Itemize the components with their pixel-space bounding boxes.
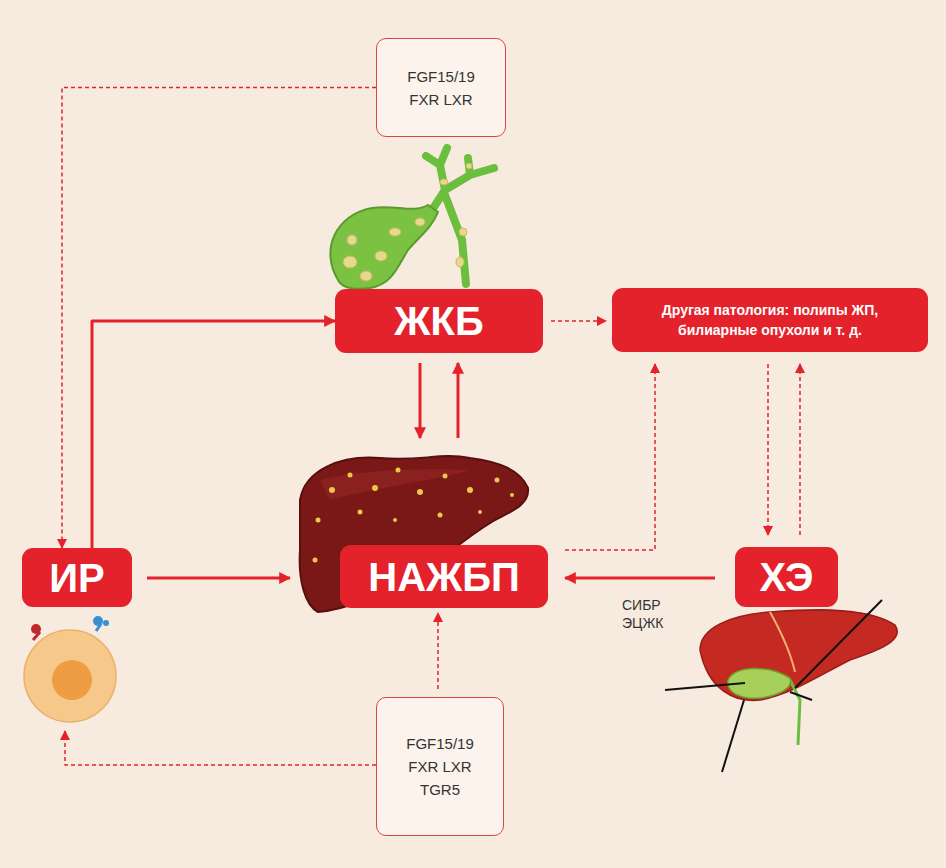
condition-label: ЖКБ [394, 299, 483, 343]
solid-arrow [147, 577, 290, 580]
condition-pill: НАЖБП [340, 545, 548, 608]
cholecystectomy-illustration [665, 600, 897, 772]
condition-box: Другая патология: полипы ЖП, билиарные о… [612, 288, 928, 352]
solid-arrow [457, 363, 460, 438]
signal-box: FGF15/19 FXR LXR TGR5 [376, 697, 504, 836]
solid-arrow [92, 321, 335, 548]
dashed-arrow [767, 364, 769, 535]
dashed-arrow [799, 364, 801, 535]
condition-box: ХЭ [735, 547, 838, 607]
cell-illustration [24, 616, 116, 722]
condition-box: НАЖБП [296, 440, 550, 608]
solid-arrow [419, 363, 422, 438]
dashed-arrow [65, 731, 376, 765]
solid-arrow [565, 577, 715, 580]
fatty-liver-illustration [300, 456, 528, 612]
condition-label: ХЭ [759, 555, 813, 599]
signal-box: FGF15/19 FXR LXR [376, 38, 506, 137]
gallbladder-illustration [330, 148, 494, 289]
condition-pill: ИР [22, 548, 132, 607]
condition-label: ИР [49, 556, 104, 600]
signal-list: FGF15/19 FXR LXR [407, 65, 475, 111]
condition-label: Другая патология: полипы ЖП, билиарные о… [630, 300, 910, 340]
signal-list: FGF15/19 FXR LXR TGR5 [406, 732, 474, 801]
dashed-arrow [551, 320, 606, 322]
dashed-arrow [565, 364, 655, 550]
dashed-arrow [62, 88, 376, 549]
edge-label: СИБР ЭЦЖК [620, 596, 666, 632]
condition-label: НАЖБП [368, 555, 519, 599]
dashed-arrow [437, 613, 439, 689]
condition-box: ЖКБ [335, 289, 543, 353]
condition-box: ИР [22, 548, 132, 726]
